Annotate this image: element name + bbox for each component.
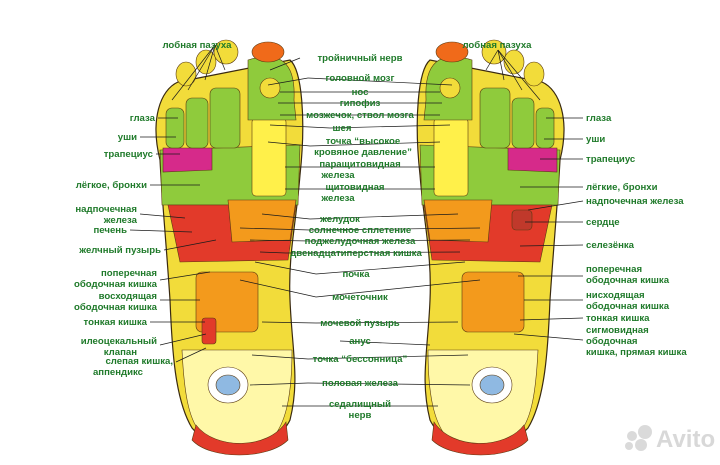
label-trapezius-left: трапециус [104, 149, 154, 160]
label-trapezius-right: трапециус [586, 154, 636, 165]
label-sciatic-nerve-line2: нерв [349, 410, 372, 421]
label-ears-right: уши [586, 134, 605, 145]
label-gallbladder: желчный пузырь [78, 245, 161, 256]
avito-watermark: Avito [625, 425, 715, 453]
right-foot [416, 39, 565, 456]
label-cecum-appendix-line2: аппендикс [93, 367, 144, 378]
label-ascending-colon-line1: восходящая [99, 291, 157, 302]
label-ileocecal-valve-line1: илеоцекальный [81, 336, 157, 347]
label-kidney: почка [342, 269, 370, 280]
label-ileocecal-valve-line2: клапан [104, 347, 137, 358]
left-foot [155, 39, 304, 456]
label-ears-left: уши [118, 132, 137, 143]
label-bladder: мочевой пузырь [320, 318, 400, 329]
watermark-text: Avito [656, 426, 715, 453]
label-anus: анус [349, 336, 371, 347]
label-duodenum: двенадцатиперстная кишка [290, 248, 422, 259]
label-lungs-bronchi-left: лёгкое, бронхи [76, 180, 147, 191]
label-pancreas: поджелудочная железа [305, 236, 416, 247]
label-pituitary: гипофиз [340, 98, 381, 109]
label-adrenal-left-line2: железа [103, 215, 138, 226]
label-ascending-colon-line2: ободочная кишка [74, 302, 158, 313]
leader-lines [129, 44, 584, 407]
label-parathyroid-line2: железа [320, 170, 355, 181]
label-spleen: селезёнка [586, 240, 635, 251]
label-transverse-colon-left-line2: ободочная кишка [74, 279, 158, 290]
label-transverse-colon-left-line1: поперечная [101, 268, 157, 279]
label-lungs-bronchi-right: лёгкие, бронхи [586, 182, 658, 193]
label-sigmoid-colon-line2: ободочная [586, 336, 638, 347]
label-transverse-colon-right-line1: поперечная [586, 264, 642, 275]
label-sciatic-nerve-line1: седалищный [329, 399, 391, 410]
center-labels: тройничный нерв головной мозг нос гипофи… [290, 53, 422, 421]
label-eyes-left: глаза [130, 113, 156, 124]
label-heart: сердце [586, 217, 620, 228]
label-frontal-sinus-left: лобная пазуха [162, 40, 232, 51]
label-gonad: половая железа [322, 378, 399, 389]
label-solar-plexus: солнечное сплетение [309, 225, 412, 236]
label-ureter: мочеточник [332, 292, 388, 303]
left-labels: лобная пазуха глаза уши трапециус лёгкое… [74, 40, 232, 378]
label-transverse-colon-right-line2: ободочная кишка [586, 275, 670, 286]
label-high-pressure-point-line1: точка “высокое [326, 136, 401, 147]
label-parathyroid-line1: паращитовидная [319, 159, 400, 170]
label-insomnia-point: точка “бессонница” [313, 354, 408, 365]
right-labels: лобная пазуха глаза уши трапециус лёгкие… [462, 40, 687, 358]
label-small-intestine-left: тонкая кишка [84, 317, 148, 328]
label-neck: шея [333, 123, 352, 134]
label-eyes-right: глаза [586, 113, 612, 124]
label-high-pressure-point-line2: кровяное давление” [314, 147, 412, 158]
label-descending-colon-line2: ободочная кишка [586, 301, 670, 312]
label-sigmoid-colon-line1: сигмовидная [586, 325, 649, 336]
label-liver: печень [94, 225, 128, 236]
label-small-intestine-right: тонкая кишка [586, 313, 650, 324]
label-adrenal-left-line1: надпочечная [75, 204, 137, 215]
label-frontal-sinus-right: лобная пазуха [462, 40, 532, 51]
label-cerebellum-brainstem: мозжечок, ствол мозга [306, 110, 414, 121]
label-stomach: желудок [319, 214, 360, 225]
label-sigmoid-colon-line3: кишка, прямая кишка [586, 347, 687, 358]
label-cecum-appendix-line1: слепая кишка, [105, 356, 173, 367]
label-nose: нос [352, 87, 370, 98]
label-trigeminal-nerve: тройничный нерв [317, 53, 402, 64]
label-brain: головной мозг [326, 73, 395, 84]
label-thyroid-line2: железа [320, 193, 355, 204]
label-descending-colon-line1: нисходящая [586, 290, 645, 301]
label-thyroid-line1: щитовидная [325, 182, 384, 193]
label-adrenal-right: надпочечная железа [586, 196, 684, 207]
